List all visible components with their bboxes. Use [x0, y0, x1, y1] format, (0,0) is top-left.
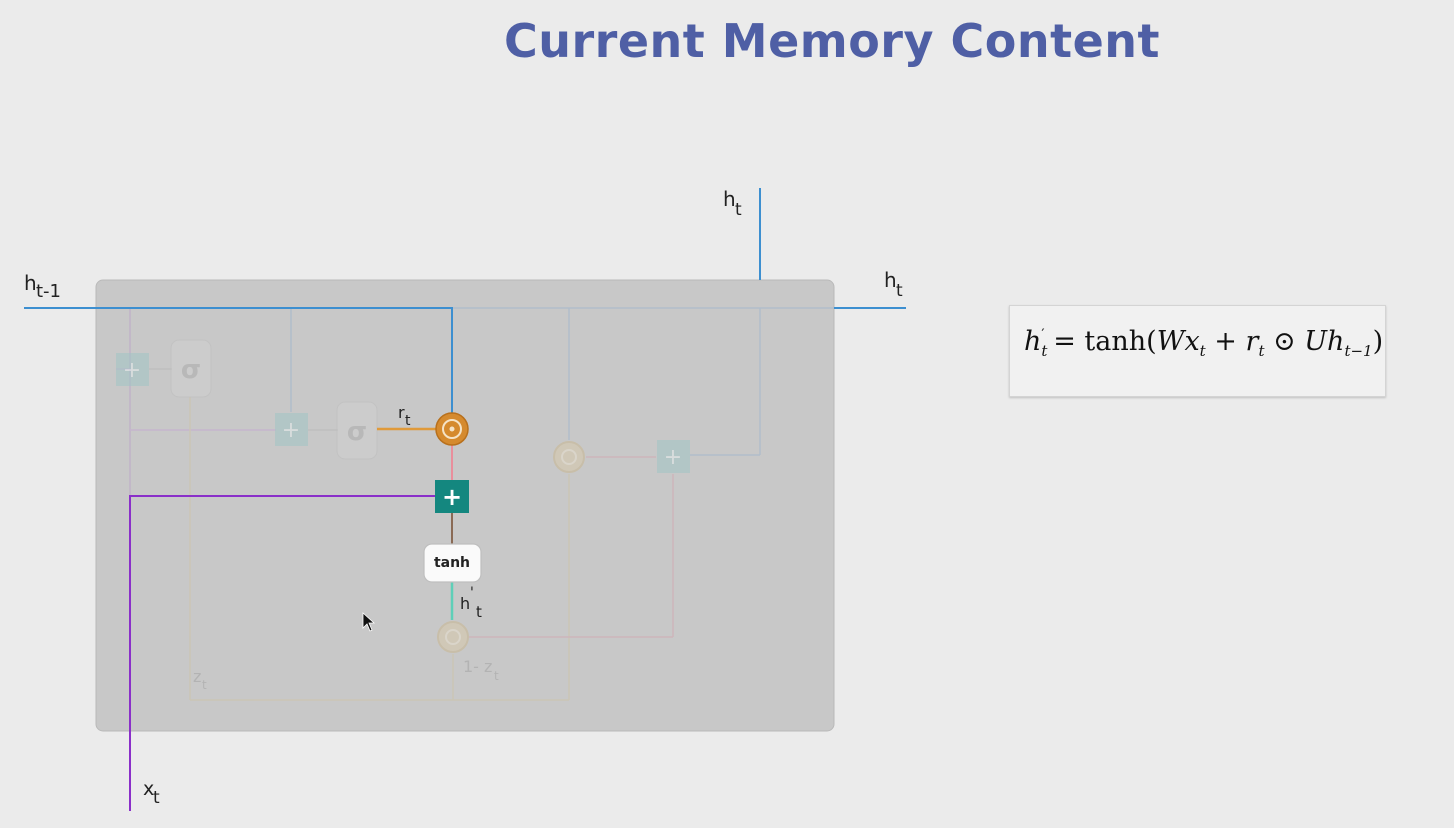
- svg-text:t: t: [153, 788, 160, 808]
- svg-text:t: t: [735, 200, 742, 220]
- faded-odot-upper: [553, 441, 585, 473]
- h-out-right-label: h: [884, 268, 897, 292]
- h-prev-label: h: [24, 271, 37, 295]
- x-input-label: x: [143, 778, 154, 800]
- svg-text:t: t: [405, 413, 411, 429]
- svg-text:+: +: [123, 358, 141, 383]
- input-line: [129, 495, 435, 811]
- hidden-state-line: [24, 188, 906, 413]
- formula-box: ht′ = tanh(Wxt + rt ⊙ Uht−1): [1009, 305, 1386, 397]
- faded-sigma-r: [336, 401, 378, 460]
- plus-gate-active: [435, 480, 469, 513]
- mouse-cursor-icon: [362, 612, 376, 632]
- svg-text:t: t: [202, 678, 207, 692]
- svg-text:t-1: t-1: [36, 281, 61, 302]
- candidate-label: h: [460, 594, 470, 613]
- candidate-formula: ht′ = tanh(Wxt + rt ⊙ Uht−1): [1024, 326, 1384, 360]
- odot-gate-active: [435, 412, 469, 446]
- svg-text:': ': [470, 585, 474, 601]
- faded-gates: + σ + σ +: [116, 339, 690, 653]
- svg-text:+: +: [442, 483, 462, 511]
- active-labels: h t-1 h t h t x t r t h ' t: [24, 187, 903, 808]
- svg-text:σ: σ: [181, 355, 201, 385]
- tanh-label: tanh: [434, 555, 470, 571]
- faded-sigma-z: [170, 339, 212, 398]
- faded-z-labels: z t 1- z t: [193, 657, 499, 692]
- page-title: Current Memory Content: [503, 14, 1161, 68]
- svg-text:1- z: 1- z: [463, 657, 492, 676]
- faded-plus-gate-r: [275, 413, 308, 446]
- tanh-box: [423, 543, 482, 583]
- svg-text:σ: σ: [347, 417, 367, 447]
- svg-text:t: t: [494, 669, 499, 683]
- faded-odot-lower: [437, 621, 469, 653]
- svg-text:t: t: [476, 603, 482, 621]
- svg-text:+: +: [664, 445, 682, 470]
- svg-text:+: +: [282, 418, 300, 443]
- reset-gate-label: r: [398, 403, 405, 422]
- svg-text:z: z: [193, 667, 201, 686]
- faded-plus-gate-z: [116, 353, 149, 386]
- faded-wiring: [116, 307, 834, 701]
- svg-text:t: t: [896, 281, 903, 301]
- faded-plus-gate-out: [657, 440, 690, 473]
- h-out-top-label: h: [723, 187, 736, 211]
